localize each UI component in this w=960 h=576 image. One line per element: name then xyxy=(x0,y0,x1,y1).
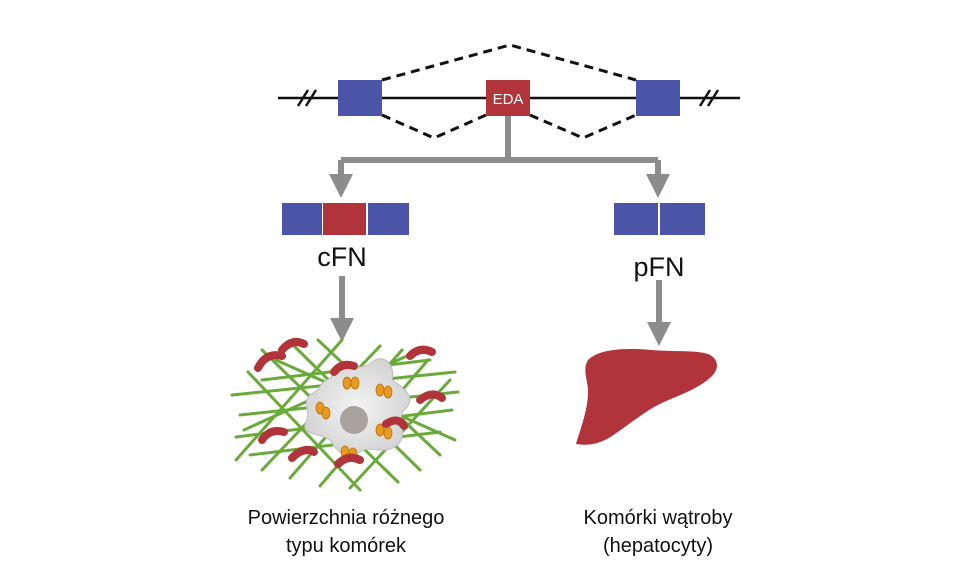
splice-path-skip xyxy=(381,43,637,82)
cfn-exon-1 xyxy=(282,203,322,235)
break-mark-right xyxy=(698,89,720,107)
break-mark-left xyxy=(296,89,318,107)
exon-right xyxy=(636,80,680,116)
caption-right-line2: (hepatocyty) xyxy=(603,535,713,557)
exon-eda-label: EDA xyxy=(493,91,524,108)
down-arrows xyxy=(330,276,671,346)
splice-path-include-right xyxy=(529,113,637,140)
cfn-exon-2 xyxy=(368,203,409,235)
exon-left xyxy=(338,80,382,116)
splice-path-include-left xyxy=(381,113,487,140)
caption-left-line2: typu komórek xyxy=(286,535,407,557)
caption-left-line1: Powierzchnia różnego xyxy=(248,507,445,529)
cell-nucleus xyxy=(340,406,368,434)
pfn-exon-1 xyxy=(614,203,658,235)
cfn-molecules xyxy=(254,338,446,468)
exon-eda xyxy=(486,80,530,116)
gene-structure: EDA xyxy=(278,43,740,140)
caption-right-line1: Komórki wątroby xyxy=(584,507,733,529)
pfn-exon-2 xyxy=(660,203,705,235)
isoform-pfn: pFN xyxy=(614,203,705,282)
cfn-label: cFN xyxy=(317,242,367,272)
cell-surface-illustration xyxy=(230,338,460,492)
pfn-label: pFN xyxy=(633,252,684,282)
cfn-exon-eda xyxy=(323,203,366,235)
liver-illustration xyxy=(576,349,717,445)
isoform-cfn: cFN xyxy=(282,203,409,272)
branch-arrows xyxy=(329,116,670,198)
